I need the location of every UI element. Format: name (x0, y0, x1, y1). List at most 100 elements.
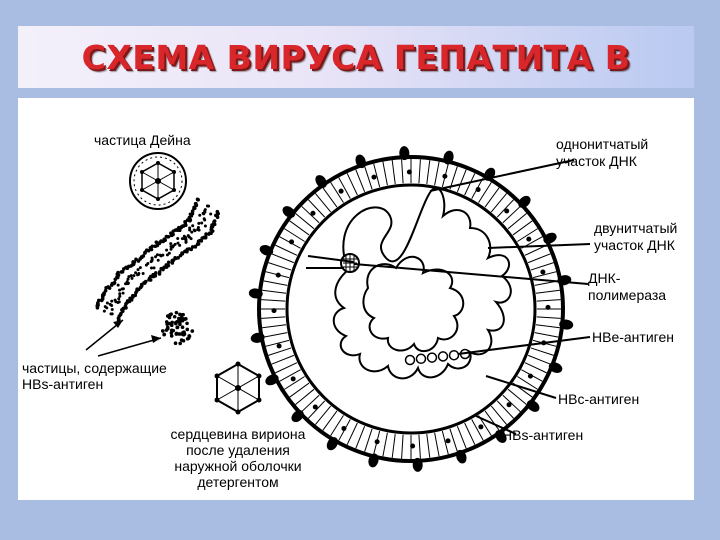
filament-dot (143, 250, 147, 255)
envelope-dot (275, 272, 281, 278)
label-polymerase-2: полимераза (588, 287, 667, 303)
filament-dot (159, 254, 163, 258)
filament-dot (200, 236, 205, 240)
envelope-stripe (484, 410, 500, 431)
leader-hbs (475, 415, 517, 435)
filament-dot (193, 244, 198, 249)
diagram-panel: частица Дейна частицы, содержащие HBs-ан… (18, 98, 694, 500)
filament-dot (156, 258, 160, 262)
arrow-to-sphere (97, 337, 162, 357)
filament-dot (124, 282, 128, 286)
filament-dot (118, 294, 122, 298)
surface-spike (495, 430, 507, 443)
envelope-stripe (534, 332, 559, 338)
envelope-stripe (261, 299, 286, 302)
filament-dot (121, 291, 125, 295)
surface-spike (259, 244, 274, 256)
label-ss-dna-2: участок ДНК (556, 153, 637, 169)
filament-dot (110, 312, 114, 316)
envelope-stripe (536, 316, 561, 319)
filament-dot (120, 269, 125, 274)
filament-dot (155, 253, 159, 257)
filament-dot (209, 227, 214, 232)
leader-ss-dna (429, 159, 575, 192)
sphere-dot (175, 325, 180, 330)
surface-spike (559, 319, 574, 330)
sphere-dot (160, 329, 165, 333)
envelope-stripe (262, 289, 287, 294)
virion-inner-ring (285, 183, 537, 435)
hbe-bead (404, 354, 416, 366)
filament-dot (141, 272, 145, 276)
envelope-stripe (382, 432, 388, 457)
filament-dot (137, 271, 141, 275)
filament-dot (197, 221, 201, 225)
filament-dot (149, 266, 153, 270)
envelope-dot (475, 187, 481, 193)
sphere-dot (164, 320, 169, 324)
filament-dot (153, 271, 158, 275)
label-hbs-particles-2: HBs-антиген (22, 376, 104, 392)
filament-dot (169, 233, 174, 238)
envelope-stripe (364, 428, 373, 452)
surface-spike (326, 437, 338, 451)
filament-dot (196, 225, 200, 229)
envelope-stripe (391, 433, 396, 458)
filament-dot (122, 267, 126, 271)
filament-dot (136, 268, 140, 272)
filament-dot (124, 306, 128, 310)
envelope-stripe (330, 182, 344, 203)
label-ds-dna-1: двунитчатый (594, 220, 678, 236)
filament-dot (134, 290, 138, 295)
envelope-stripe (268, 262, 292, 271)
virion-outer-ring (257, 155, 565, 463)
virus-diagram (85, 146, 591, 472)
envelope-stripe (346, 173, 358, 196)
surface-spike (315, 175, 327, 188)
sphere-dot (174, 332, 179, 336)
envelope-stripe (289, 220, 310, 236)
sphere-dot (190, 329, 195, 333)
filament-dot (95, 306, 100, 310)
envelope-stripe (496, 199, 515, 218)
surface-spike (443, 150, 454, 165)
sphere-dot (180, 316, 185, 321)
filament-dot (169, 242, 173, 246)
envelope-stripe (401, 159, 404, 184)
filament-dot (113, 277, 118, 282)
envelope-stripe (530, 262, 554, 271)
filament-dot (169, 245, 173, 249)
envelope-stripe (536, 299, 561, 302)
envelope-dot (478, 424, 484, 430)
envelope-dot (410, 443, 416, 449)
filament-dot (150, 259, 154, 263)
filament-dot (176, 236, 180, 240)
filament-dot (198, 213, 202, 217)
envelope-dot (371, 174, 377, 180)
filament-dot (116, 283, 120, 287)
envelope-stripe (484, 187, 500, 208)
filament-dot (99, 298, 104, 303)
hbe-bead (448, 349, 460, 361)
envelope-stripe (517, 228, 538, 242)
sphere-dot (169, 323, 174, 328)
label-ds-dna-2: участок ДНК (594, 237, 675, 253)
surface-spike (355, 154, 366, 169)
filament-dot (169, 247, 173, 251)
label-hbc: HBc-антиген (558, 391, 640, 407)
envelope-dot (406, 169, 412, 175)
envelope-stripe (301, 205, 320, 224)
filament-dot (109, 283, 114, 287)
surface-spike (282, 206, 296, 218)
filament-dot (134, 257, 138, 262)
envelope-stripe (346, 422, 358, 445)
envelope-stripe (355, 425, 366, 449)
envelope-stripe (502, 205, 521, 224)
envelope-stripe (289, 382, 310, 398)
filament-dot (188, 226, 192, 230)
envelope-stripe (322, 187, 338, 208)
envelope-stripe (265, 339, 290, 347)
label-ss-dna-1: однонитчатый (556, 136, 649, 152)
sphere-dot (173, 341, 178, 346)
envelope-stripe (262, 324, 287, 329)
